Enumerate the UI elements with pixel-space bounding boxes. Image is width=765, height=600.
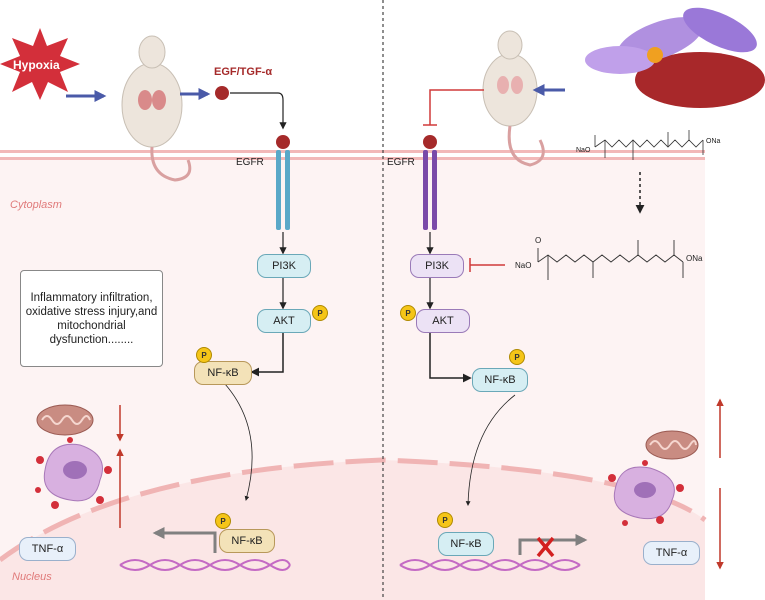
- dna-right: [399, 559, 581, 571]
- hypoxia-label: Hypoxia: [13, 58, 60, 72]
- tnf-left: TNF-α: [19, 537, 76, 561]
- egfr-left-label: EGFR: [236, 157, 264, 168]
- inhibit-rat-to-egfr: [423, 89, 484, 126]
- transcription-arrow-right: [518, 534, 588, 555]
- egfr-left-receptor: [276, 135, 290, 230]
- nfkb-right-cyto: NF-κB: [472, 368, 528, 392]
- nucleus-label: Nucleus: [12, 571, 52, 583]
- molecule-main-o: O: [535, 236, 542, 245]
- akt-right: AKT: [416, 309, 470, 333]
- phospho-badge: P: [196, 347, 212, 363]
- blocked-x-icon: [536, 536, 555, 558]
- crocetin-molecule-main: [537, 240, 684, 280]
- crocetin-molecule-top: [594, 130, 704, 160]
- cell-membrane: [0, 150, 705, 160]
- hypoxia-burst: [0, 28, 80, 100]
- nfkb-left-cyto: NF-κB: [194, 361, 252, 385]
- tnf-right: TNF-α: [643, 541, 700, 565]
- arrow-akt-nfkb-right: [429, 331, 472, 383]
- rat-right-illustration: [482, 30, 545, 167]
- phospho-badge: P: [215, 513, 231, 529]
- immune-cell-right: [608, 460, 684, 526]
- arrow-ligand-to-egfr: [230, 92, 287, 130]
- egfr-right-label: EGFR: [387, 157, 415, 168]
- cytoplasm-label: Cytoplasm: [10, 199, 62, 211]
- mitochondrion-right: [645, 430, 699, 460]
- saffron-flower-illustration: [585, 7, 765, 108]
- ligand-label: EGF/TGF-α: [214, 66, 273, 78]
- molecule-main-ona: ONa: [686, 254, 703, 263]
- effects-note: Inflammatory infiltration, oxidative str…: [20, 270, 163, 367]
- molecule-top-nao: NaO: [576, 147, 591, 154]
- akt-left: AKT: [257, 309, 311, 333]
- dna-left: [119, 559, 291, 571]
- phospho-badge: P: [437, 512, 453, 528]
- mitochondrion-left: [36, 404, 94, 436]
- arrow-nfkb-translocation-left: [224, 383, 253, 501]
- molecule-main-nao: NaO: [515, 261, 532, 270]
- arrow-nfkb-translocation-right: [465, 394, 516, 506]
- ligand-ball: [215, 86, 229, 100]
- phospho-badge: P: [312, 305, 328, 321]
- phospho-badge: P: [400, 305, 416, 321]
- phospho-badge: P: [509, 349, 525, 365]
- pi3k-right: PI3K: [410, 254, 464, 278]
- molecule-top-ona: ONa: [706, 138, 721, 145]
- nfkb-right-nuc: NF-κB: [438, 532, 494, 556]
- immune-cell-left: [35, 437, 112, 509]
- egfr-right-receptor: [423, 135, 437, 230]
- transcription-arrow-left: [152, 527, 217, 553]
- nucleus-region: [0, 460, 705, 600]
- arrow-akt-nfkb-left: [250, 331, 284, 377]
- pi3k-left: PI3K: [257, 254, 311, 278]
- rat-left-illustration: [121, 35, 192, 182]
- inhibit-molecule-to-pi3k: [469, 258, 505, 272]
- nfkb-left-nuc: NF-κB: [219, 529, 275, 553]
